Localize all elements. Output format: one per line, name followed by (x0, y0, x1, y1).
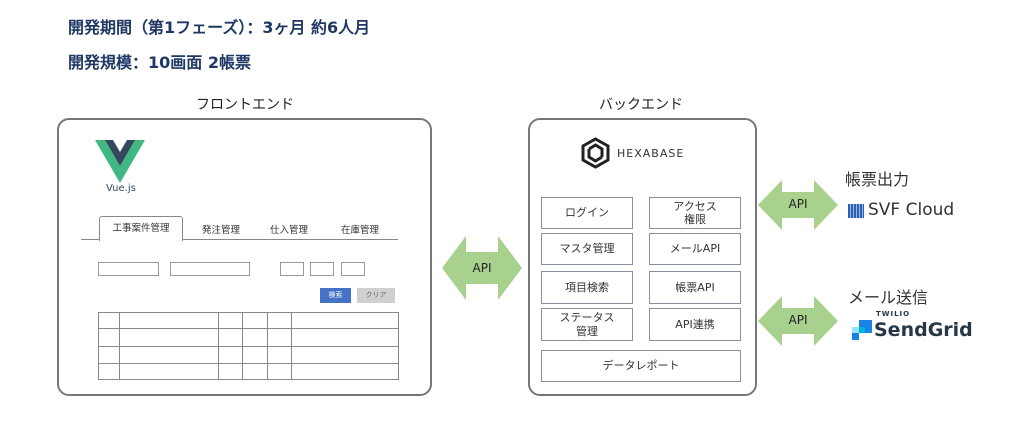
search-input-3[interactable] (280, 262, 304, 276)
api-label: API (472, 261, 492, 275)
module-search: 項目検索 (541, 271, 633, 304)
search-input-5[interactable] (341, 262, 365, 276)
svf-logo-icon (848, 204, 864, 218)
api-arrow-svf-icon (758, 180, 838, 230)
backend-label: バックエンド (599, 97, 683, 113)
tab-purchasing[interactable]: 仕入管理 (270, 225, 309, 236)
api-label-svf: API (788, 197, 808, 211)
search-button[interactable]: 検索 (320, 288, 351, 303)
module-report-api: 帳票API (649, 271, 741, 304)
search-input-1[interactable] (98, 262, 159, 276)
search-input-2[interactable] (170, 262, 250, 276)
module-data-report: データレポート (541, 350, 741, 382)
module-master: マスタ管理 (541, 233, 633, 265)
report-output-title: 帳票出力 (845, 170, 910, 189)
hexabase-logo-text: HEXABASE (617, 147, 685, 160)
api-double-arrow-icon (442, 236, 522, 300)
clear-button[interactable]: クリア (357, 288, 395, 303)
module-access-control: アクセス 権限 (649, 197, 741, 229)
search-input-4[interactable] (310, 262, 334, 276)
tab-ordering[interactable]: 発注管理 (202, 225, 241, 236)
sendgrid-brand: SendGrid (874, 319, 973, 341)
tab-divider (81, 239, 398, 240)
tab-construction[interactable]: 工事案件管理 (99, 216, 183, 241)
module-status: ステータス 管理 (541, 308, 633, 341)
api-label-sendgrid: API (788, 313, 808, 327)
vue-logo-icon (95, 140, 145, 183)
dev-scale: 開発規模：10画面 2帳票 (68, 53, 251, 72)
module-login: ログイン (541, 197, 633, 229)
sendgrid-logo-icon (852, 320, 872, 340)
mail-send-title: メール送信 (848, 288, 929, 307)
dev-period: 開発期間（第1フェーズ）：3ヶ月 約6人月 (68, 18, 371, 37)
hexabase-logo-icon (581, 137, 610, 169)
api-arrow-sendgrid-icon (758, 296, 838, 346)
vue-logo-text: Vue.js (106, 183, 136, 194)
module-api-integration: API連携 (649, 308, 741, 341)
results-table (98, 312, 399, 380)
tab-inventory[interactable]: 在庫管理 (341, 225, 380, 236)
svf-cloud-brand: SVF Cloud (868, 200, 955, 220)
module-mail-api: メールAPI (649, 233, 741, 265)
frontend-label: フロントエンド (196, 97, 294, 113)
twilio-label: TWILIO (876, 310, 911, 318)
